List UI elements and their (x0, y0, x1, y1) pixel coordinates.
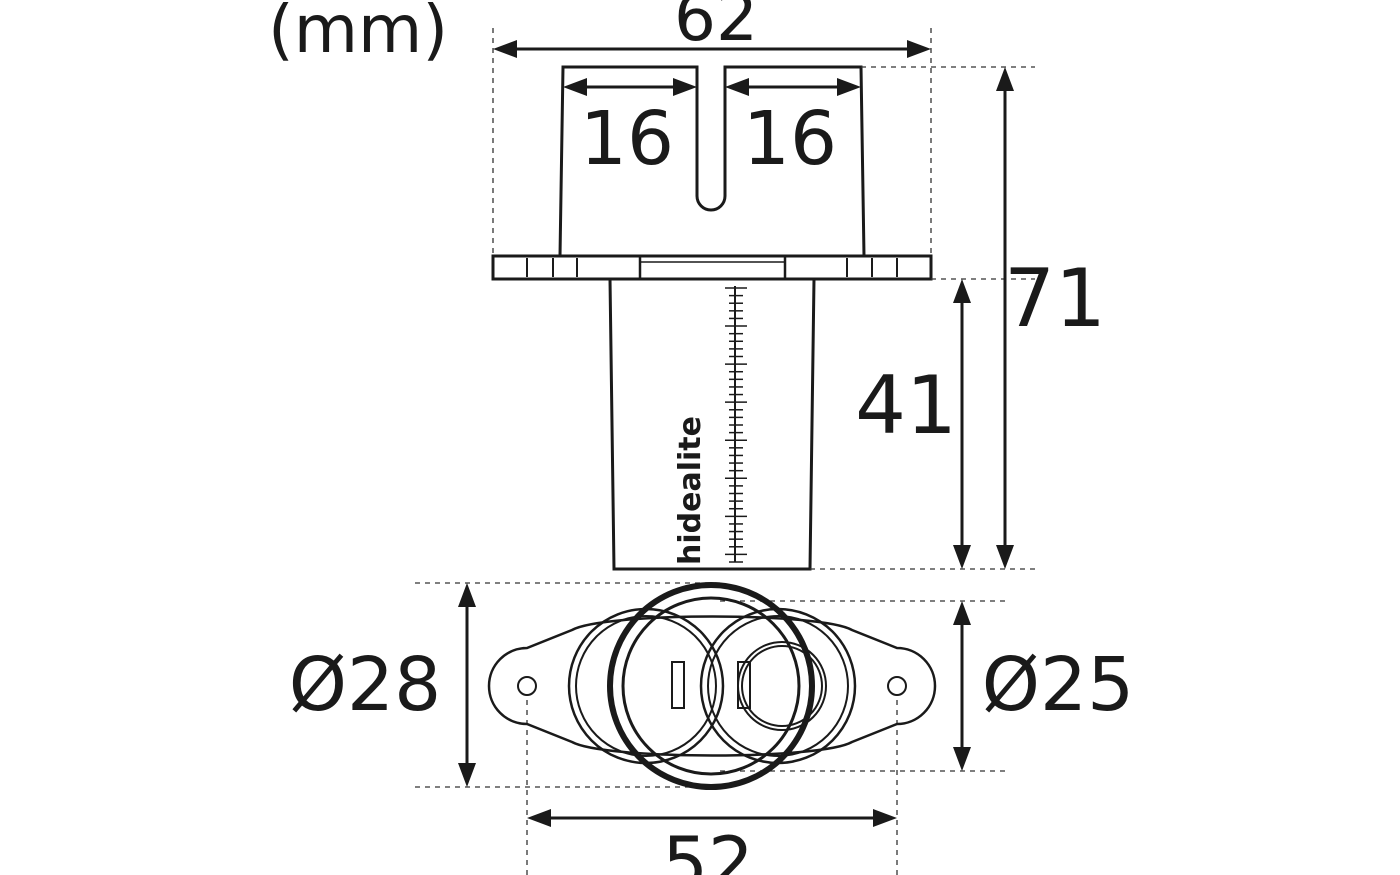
extension-lines (415, 28, 1035, 875)
dim-overall-height: 71 (1004, 252, 1106, 345)
outer-ring (607, 582, 815, 790)
dim-outer-diameter: Ø28 (289, 642, 441, 728)
dim-slot-right: 16 (743, 96, 837, 182)
dim-hole-spacing: 52 (662, 821, 754, 875)
housing-side-view: hidealite (491, 65, 933, 571)
dim-tube-height: 41 (855, 359, 957, 452)
dim-slot-left: 16 (580, 96, 674, 182)
screw-hole-right (887, 676, 907, 696)
dim-overall-width: 62 (674, 0, 758, 56)
key-left (671, 661, 685, 709)
dimension-lines (458, 40, 1014, 827)
housing-bottom-view (487, 582, 937, 790)
brand-label: hidealite (673, 416, 708, 565)
dimension-labels: 62 16 16 71 41 Ø28 Ø25 52 (289, 0, 1134, 875)
scale-ticks (725, 287, 747, 563)
units-label: (mm) (268, 0, 448, 68)
inner-ring (621, 596, 801, 776)
dim-inner-diameter: Ø25 (982, 642, 1134, 728)
key-right (737, 661, 751, 709)
screw-hole-left (517, 676, 537, 696)
